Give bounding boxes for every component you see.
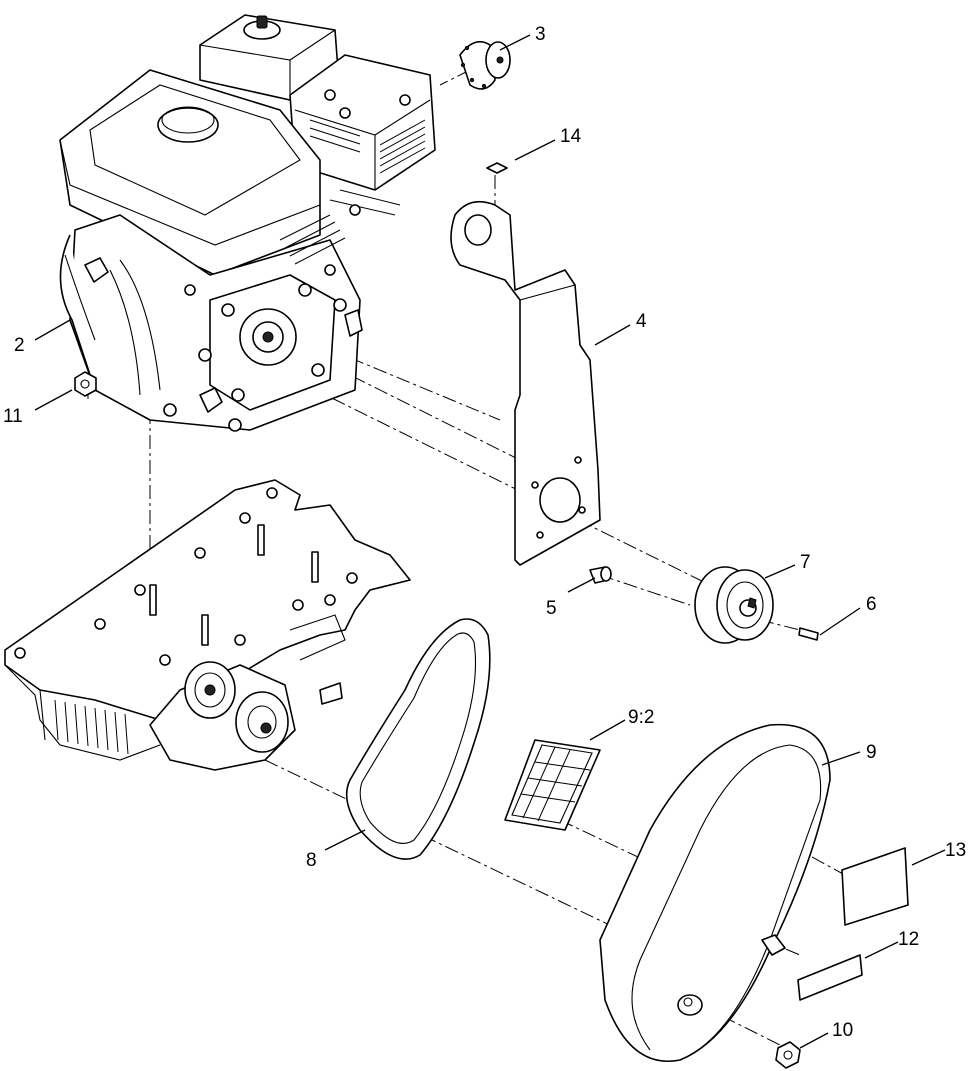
callout-9: 9 [866,742,877,763]
callout-5: 5 [546,598,557,619]
callout-7: 7 [800,552,811,573]
callout-4: 4 [636,311,647,332]
bolt [775,1041,801,1069]
belt-guard [599,723,831,1062]
callout-11: 11 [3,406,23,427]
callout-2: 2 [14,335,25,356]
callout-labels: 2 3 4 5 6 7 8 9 9:2 10 11 12 13 14 [3,24,966,1041]
cylinder-fins [279,189,401,265]
mounting-bracket [450,200,601,566]
base-plate [4,479,411,761]
nut [74,371,97,397]
v-belt [345,618,491,860]
decal-large [841,847,909,926]
flange-bearing [459,40,511,90]
callout-8: 8 [306,850,317,871]
callout-9-2: 9:2 [628,707,654,728]
callout-12: 12 [898,929,919,950]
callout-10: 10 [832,1020,853,1041]
small-decal [486,162,508,174]
callout-14: 14 [560,126,582,147]
callout-3: 3 [535,24,546,45]
muffler-vents [309,119,426,174]
decal-small [797,954,863,1001]
screw [589,566,612,584]
drive-pulley [694,566,774,644]
callout-13: 13 [945,840,966,861]
plate-fins [54,699,129,755]
callout-leaders [34,34,946,1049]
gearbox [149,661,343,771]
callout-6: 6 [866,594,877,615]
engine [59,14,436,432]
vent-grille [504,739,601,831]
key [798,627,819,641]
